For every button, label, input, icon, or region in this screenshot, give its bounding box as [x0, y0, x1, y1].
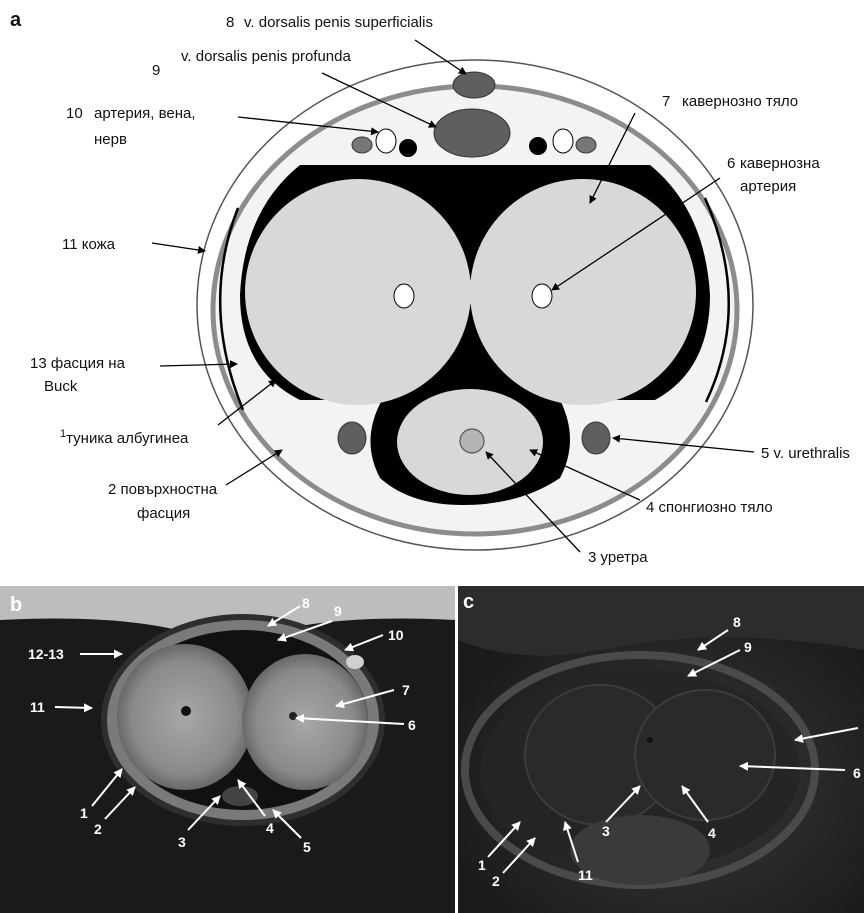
- mri-label-10: 10: [388, 627, 404, 643]
- dorsal-artery-right: [553, 129, 573, 153]
- label-13b: Buck: [44, 378, 78, 395]
- label-7: кавернозно тяло: [682, 93, 798, 110]
- label-8: v. dorsalis penis superficialis: [244, 14, 433, 31]
- cavernous-artery-right: [532, 284, 552, 308]
- dorsal-nerve-right: [576, 137, 596, 153]
- mri-label-9: 9: [334, 603, 342, 619]
- dorsal-artery-left: [376, 129, 396, 153]
- label-9-num: 9: [152, 62, 160, 79]
- us-label-11: 11: [578, 867, 593, 883]
- mri-label-3: 3: [178, 834, 186, 850]
- label-9: v. dorsalis penis profunda: [181, 48, 351, 65]
- panel-a-diagram: а: [10, 9, 850, 566]
- mri-label-5: 5: [303, 839, 311, 855]
- panel-c-ultrasound: c 8 9 6 1 2 3 4 11: [458, 586, 864, 913]
- mri-label-11: 11: [30, 699, 45, 715]
- mri-label-4: 4: [266, 820, 274, 836]
- urethra: [460, 429, 484, 453]
- us-label-1: 1: [478, 857, 486, 873]
- mri-label-8: 8: [302, 595, 310, 611]
- mri-label-6: 6: [408, 717, 416, 733]
- panel-b-letter: b: [10, 594, 22, 616]
- us-label-6: 6: [853, 765, 861, 781]
- panel-c-letter: c: [463, 591, 474, 613]
- panel-b-mri: b 8 9 10 12-13 11 7 6 1 2 3 4 5: [0, 586, 455, 913]
- us-label-2: 2: [492, 873, 500, 889]
- label-10-num: 10: [66, 105, 83, 122]
- label-4: 4 спонгиозно тяло: [646, 499, 773, 516]
- label-2a: 2 повърхностна: [108, 481, 218, 498]
- cavernous-artery-left: [394, 284, 414, 308]
- label-6b: артерия: [740, 178, 796, 195]
- corpus-cavernosum-right: [470, 179, 696, 405]
- label-10a: артерия, вена,: [94, 105, 196, 122]
- superficial-dorsal-vein: [453, 72, 495, 98]
- corpus-cavernosum-left: [245, 179, 471, 405]
- mri-label-1: 1: [80, 805, 88, 821]
- label-13a: 13 фасция на: [30, 355, 126, 372]
- label-10b: нерв: [94, 131, 127, 148]
- urethral-vein-left: [338, 422, 366, 454]
- panel-a-letter: а: [10, 9, 22, 31]
- label-8-num: 8: [226, 14, 234, 31]
- mri-label-2: 2: [94, 821, 102, 837]
- label-5: 5 v. urethralis: [761, 445, 850, 462]
- label-2b: фасция: [137, 505, 190, 522]
- us-label-9: 9: [744, 639, 752, 655]
- label-11: 11 кожа: [62, 236, 116, 253]
- label-6a: кавернозна: [740, 155, 820, 172]
- svg-text:8: 8: [226, 14, 234, 31]
- label-3: 3 уретра: [588, 549, 648, 566]
- urethral-vein-right: [582, 422, 610, 454]
- us-label-3: 3: [602, 823, 610, 839]
- dorsal-vein-left: [399, 139, 417, 157]
- dorsal-vein-right: [529, 137, 547, 155]
- dorsal-nerve-left: [352, 137, 372, 153]
- deep-dorsal-vein: [434, 109, 510, 157]
- label-7-num: 7: [662, 93, 670, 110]
- svg-text:1туника албугинеа: 1туника албугинеа: [60, 428, 189, 447]
- label-1: туника албугинеа: [66, 430, 189, 447]
- us-label-8: 8: [733, 614, 741, 630]
- label-6-num: 6: [727, 155, 735, 172]
- mri-label-12-13: 12-13: [28, 646, 64, 662]
- us-label-4: 4: [708, 825, 716, 841]
- mri-label-7: 7: [402, 682, 410, 698]
